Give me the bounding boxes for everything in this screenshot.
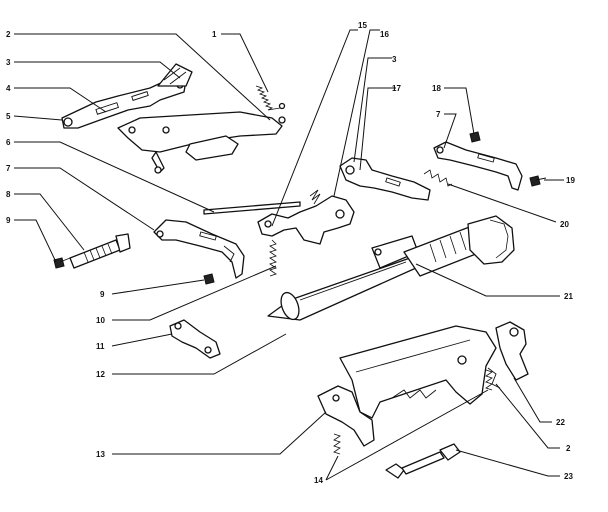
callout-label: 16 xyxy=(380,30,389,39)
callout-label: 6 xyxy=(6,138,11,147)
callout-label: 21 xyxy=(564,292,573,301)
leader-lines xyxy=(13,29,564,481)
right-lever-part-7 xyxy=(433,141,523,191)
bracket-part-17 xyxy=(339,157,431,201)
screw-part-9-left xyxy=(53,257,71,269)
callout-label: 7 xyxy=(6,164,11,173)
screw-part-9-center xyxy=(203,273,215,285)
callout-label: 9 xyxy=(100,290,105,299)
callout-label: 19 xyxy=(566,176,575,185)
callout-label: 15 xyxy=(358,21,367,30)
spring-part-1 xyxy=(255,85,286,111)
callout-label: 3 xyxy=(392,55,397,64)
callout-label: 7 xyxy=(436,110,441,119)
callout-label: 18 xyxy=(432,84,441,93)
lower-lever-plate xyxy=(117,111,286,174)
small-lever-part-11 xyxy=(169,319,221,359)
callout-label: 10 xyxy=(96,316,105,325)
platen-roller-part-21 xyxy=(267,215,515,321)
callout-label: 4 xyxy=(6,84,11,93)
right-bracket-part-22 xyxy=(495,321,529,381)
callout-label: 9 xyxy=(6,216,11,225)
left-bracket-part-13 xyxy=(317,385,375,447)
callout-label: 23 xyxy=(564,472,573,481)
paper-guide-cover xyxy=(339,325,497,419)
callout-label: 8 xyxy=(6,190,11,199)
callout-label: 11 xyxy=(96,342,105,351)
left-lever-part-7 xyxy=(153,219,245,279)
shaft-rod-part-6 xyxy=(203,201,301,215)
clip-part-2-lower xyxy=(487,367,501,389)
callout-label: 12 xyxy=(96,370,105,379)
callout-label: 14 xyxy=(314,476,323,485)
bolt-part-8 xyxy=(69,233,131,269)
callout-label: 5 xyxy=(6,112,11,121)
screw-part-19 xyxy=(529,175,547,187)
callout-label: 2 xyxy=(566,444,571,453)
callout-label: 20 xyxy=(560,220,569,229)
callout-labels: 1 2 3 4 5 6 7 8 9 15 16 3 17 18 7 19 20 … xyxy=(6,21,575,485)
upper-bracket-assembly xyxy=(61,63,193,129)
callout-label: 3 xyxy=(6,58,11,67)
link-rod-part-23 xyxy=(385,443,461,479)
spring-part-20 xyxy=(423,169,453,187)
callout-label: 1 xyxy=(212,30,217,39)
center-linkage xyxy=(257,189,355,277)
callout-label: 2 xyxy=(6,30,11,39)
callout-label: 22 xyxy=(556,418,565,427)
screw-part-18 xyxy=(469,131,481,143)
springs-part-14 xyxy=(333,369,493,455)
callout-label: 13 xyxy=(96,450,105,459)
callout-label: 17 xyxy=(392,84,401,93)
